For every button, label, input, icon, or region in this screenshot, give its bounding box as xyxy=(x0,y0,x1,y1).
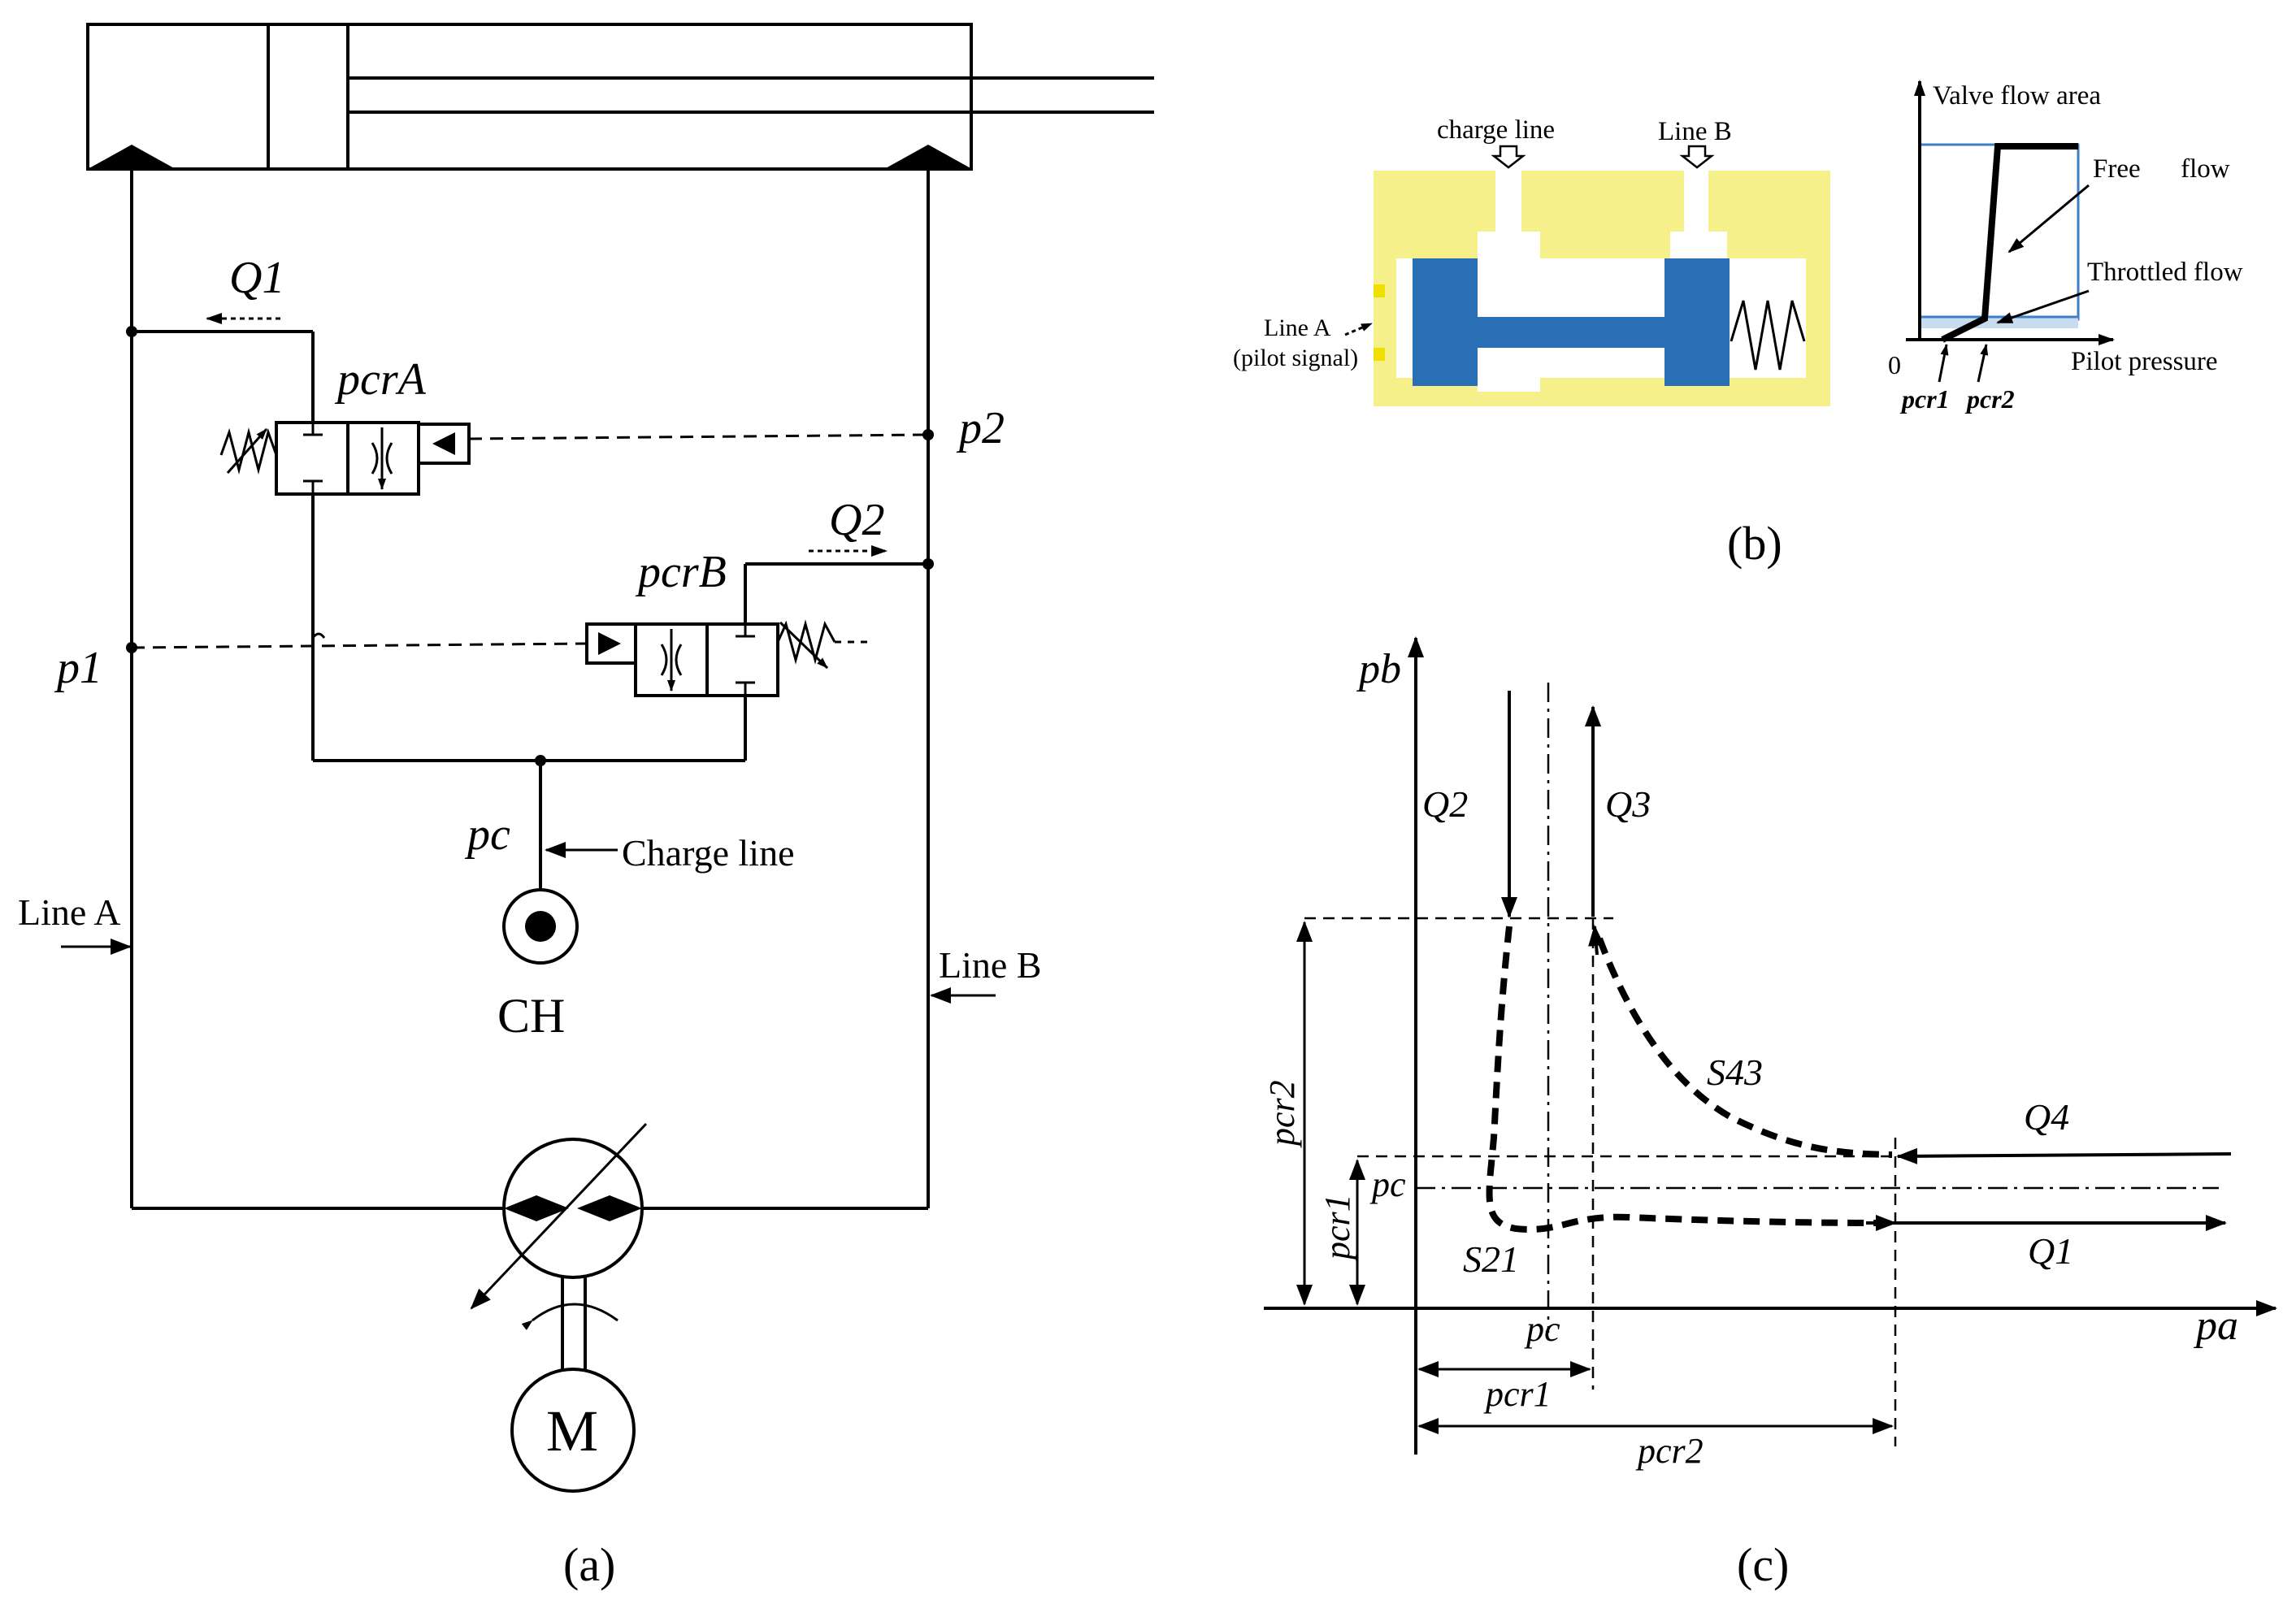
hydraulic-cylinder xyxy=(86,23,1154,171)
pcra-label: pcrA xyxy=(334,354,427,405)
line-a-valve-label: Line A xyxy=(1264,314,1331,341)
ch-label: CH xyxy=(497,989,565,1043)
pcr2-b-label: pcr2 xyxy=(1964,384,2015,414)
q3-c-label: Q3 xyxy=(1605,783,1651,825)
q2-c-label: Q2 xyxy=(1422,783,1468,825)
caption-a: (a) xyxy=(563,1538,615,1591)
valve-spool xyxy=(1413,258,1730,386)
valve-flow-area-label: Valve flow area xyxy=(1933,81,2101,111)
q4-c-label: Q4 xyxy=(2024,1096,2069,1138)
line-a-label: Line A xyxy=(18,891,120,933)
q1-c-label: Q1 xyxy=(2028,1230,2073,1272)
s43-trajectory xyxy=(1596,937,1893,1158)
pcr2-y-label: pcr2 xyxy=(1262,1080,1302,1148)
s21-trajectory xyxy=(1486,926,1878,1233)
pilot-signal-label: (pilot signal) xyxy=(1233,345,1358,371)
q2-label: Q2 xyxy=(829,495,884,545)
p1-label: p1 xyxy=(54,643,102,693)
s21-label: S21 xyxy=(1463,1238,1519,1280)
origin-label: 0 xyxy=(1888,350,1901,379)
throttled-flow-label: Throttled flow xyxy=(2087,258,2243,287)
caption-c: (c) xyxy=(1737,1538,1789,1591)
flow-area-graph: Valve flow area Pilot pressure 0 Free fl… xyxy=(1888,80,2243,414)
line-b-label: Line B xyxy=(939,944,1041,986)
pc-x-label: pc xyxy=(1524,1309,1560,1349)
pa-axis-label: pa xyxy=(2193,1303,2238,1349)
pump-motor-symbol xyxy=(470,1122,648,1493)
valve-a-symbol xyxy=(132,330,471,761)
pc-label: pc xyxy=(464,809,510,860)
panel-b-valve: charge line Line B Line A (pilot signal)… xyxy=(1233,80,2243,570)
pcr1-y-label: pcr1 xyxy=(1317,1194,1357,1262)
q1-label: Q1 xyxy=(229,253,284,303)
pcr1-b-label: pcr1 xyxy=(1899,384,1950,414)
line-b-valve-label: Line B xyxy=(1658,117,1732,146)
p2-label: p2 xyxy=(956,403,1005,453)
motor-label: M xyxy=(546,1398,598,1463)
panel-a-circuit: Q1 pcrA p2 Q2 pcrB p1 pc Charge line CH … xyxy=(18,23,1154,1591)
pb-axis-label: pb xyxy=(1356,646,1401,692)
pilot-pressure-label: Pilot pressure xyxy=(2071,347,2218,376)
panel-c-pressure-plane: pb pa Q2 Q3 Q4 Q1 S21 S43 pc pc pcr1 pcr… xyxy=(1262,636,2277,1591)
pcr2-x-label: pcr2 xyxy=(1635,1431,1704,1471)
pcrb-label: pcrB xyxy=(635,547,727,597)
charge-pump-symbol xyxy=(502,888,579,965)
pc-y-label: pc xyxy=(1369,1164,1406,1204)
charge-line-label: Charge line xyxy=(622,832,794,874)
s43-label: S43 xyxy=(1707,1051,1763,1093)
pcr1-x-label: pcr1 xyxy=(1483,1374,1552,1414)
caption-b: (b) xyxy=(1727,517,1782,570)
free-flow-label: Free flow xyxy=(2093,154,2230,184)
q4-trajectory xyxy=(1896,1147,2232,1164)
charge-line-valve-label: charge line xyxy=(1437,115,1555,145)
